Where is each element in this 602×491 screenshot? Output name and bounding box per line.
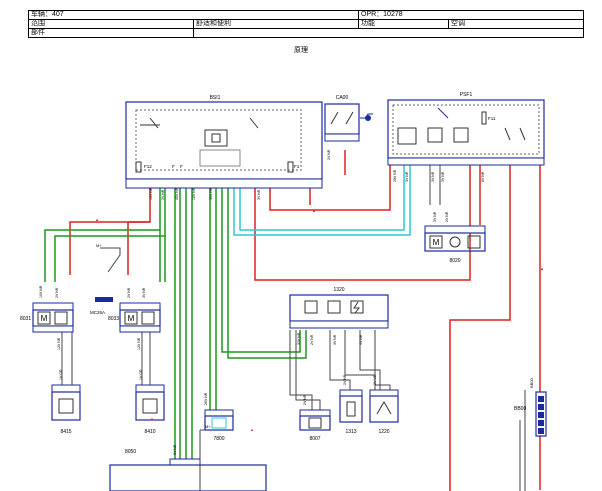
c8410-label: 8410: [144, 429, 155, 435]
motor-icon: M: [433, 238, 440, 247]
motor-icon: M: [41, 314, 48, 323]
c8007-label: 8007: [309, 436, 320, 442]
c8033-label: 8033: [108, 316, 119, 322]
psf-pin-4: 3V NR: [441, 171, 445, 182]
c1320-module: 1320: [289, 287, 389, 329]
c1220-sensor: 1220: [369, 389, 399, 435]
c1313-sensor: 1313: [339, 389, 363, 435]
c1320-pin-1: 32V NR: [297, 332, 301, 345]
c7800-label: 7800: [213, 436, 224, 442]
wire-mark-2: ▲: [312, 208, 316, 213]
connector-labels: 16V NR 3V NR 40V NR 16V NR 40V NR 3V NR …: [39, 169, 485, 455]
motor-icon: M: [128, 314, 135, 323]
psf-pin-5: 8V NR: [481, 171, 485, 182]
f1-label: F1: [294, 164, 300, 169]
ca00-label: CA00: [336, 95, 349, 101]
mc26a-label: MC26A: [90, 310, 105, 315]
f12-label: F12: [144, 164, 152, 169]
bsi-pin-5: 40V NR: [209, 187, 213, 200]
c8020-label: 8020: [449, 258, 460, 264]
c8033-pin-1: 2V NR: [127, 287, 131, 298]
c1320-pin-2: 2V NR: [310, 334, 314, 345]
c1320-label: 1320: [333, 287, 344, 293]
bsi-pin-4: 16V NR: [192, 187, 196, 200]
fan-icon: [449, 236, 461, 248]
fuse-b-label: F: [180, 164, 183, 169]
black-wires: [61, 165, 526, 491]
c8415-sensor: 8415: [51, 384, 81, 435]
c8050-unit: 8050: [109, 449, 267, 491]
psf-pin-3: 3V NR: [431, 171, 435, 182]
wire-mark-5: ▲: [250, 427, 254, 432]
bsi-pin-3: 40V NR: [175, 187, 179, 200]
green-wires: [44, 188, 307, 460]
c8050-pin: 6V NR: [173, 444, 177, 455]
c1313-pin: 2V NR: [343, 374, 347, 385]
bsi-pin-6: 3V NR: [257, 189, 261, 200]
c8410-pin: 1V GR: [139, 369, 143, 380]
c8031-label: 8031: [20, 316, 31, 322]
c1320-pin-4: 4V NR: [359, 334, 363, 345]
cyan-wires: [233, 165, 411, 236]
bsi1-unit: BSI1 F12 F1 F F: [125, 95, 323, 189]
c8020-blower: M 8020: [424, 225, 486, 264]
header-table: 车辆：407 OPR：10278 范围 舒适和便利 功能 空调 部件: [28, 10, 585, 38]
header: 车辆：407 OPR：10278 范围 舒适和便利 功能 空调 部件 原理: [0, 0, 602, 56]
bsi1-label: BSI1: [210, 95, 221, 101]
ca00-connector-text: 2V NR: [327, 149, 331, 160]
fuse-a-label: F: [172, 164, 175, 169]
c1220-label: 1220: [378, 429, 389, 435]
c8410-sensor: 8410: [135, 384, 165, 435]
psf1-label: PSF1: [460, 92, 473, 98]
c7800-display: 7800: [204, 409, 234, 442]
psf-pin-1: 28V NR: [393, 169, 397, 182]
c8415-label: 8415: [60, 429, 71, 435]
bsi-pin-1: 16V NR: [149, 187, 153, 200]
lightning-icon: [353, 301, 361, 314]
c8007-pin: 2V NR: [303, 394, 307, 405]
wire-mark-1: ▲: [95, 217, 99, 222]
c8050-label: 8050: [125, 449, 136, 455]
f11-label: F11: [488, 116, 496, 121]
bb00-label-a: BB00: [514, 406, 526, 412]
c8033-pin-2: 3V NR: [142, 287, 146, 298]
c8415-pin: 1V GR: [59, 369, 63, 380]
mc26a-ground: MC26A: [90, 297, 113, 315]
c8031-pin-1: 10V NR: [39, 285, 43, 298]
c8031-bottom-pin: 12V NR: [57, 337, 61, 350]
c8020-pin-2: 2V NR: [445, 211, 449, 222]
key-icon: [365, 115, 371, 121]
c8031-pin-2: 2V NR: [55, 287, 59, 298]
c8033-actuator: M 8033: [108, 302, 161, 333]
page-title: 原理: [294, 47, 308, 54]
wire-mark-4: ▲: [150, 416, 154, 421]
c1320-pin-3: 3V NR: [333, 334, 337, 345]
psf-pin-2: 3V NR: [405, 171, 409, 182]
c8033-bottom-pin: 12V NR: [137, 337, 141, 350]
ground-label-2: M+: [96, 243, 102, 248]
c1220-pin: 2V VE: [373, 374, 377, 385]
psf1-unit: PSF1 F11: [387, 92, 545, 166]
c7800-pin: 26V NR: [204, 392, 208, 405]
bb00-label-b: BB00: [529, 377, 534, 388]
part-value-cell: [192, 28, 585, 38]
c8007-unit: 8007: [299, 409, 331, 442]
red-wires: [69, 150, 541, 491]
c1313-label: 1313: [345, 429, 356, 435]
bsi-pin-2: 3V NR: [161, 189, 165, 200]
c8031-actuator: M 8031: [20, 302, 74, 333]
ground-label-1: M+: [205, 424, 211, 429]
bb00-connector: BB00 BB00: [514, 377, 547, 437]
ca00-switch: CA00 2V NR: [324, 95, 373, 160]
c8020-pin-1: 3V NR: [433, 211, 437, 222]
wire-mark-3: ▲: [540, 266, 544, 271]
